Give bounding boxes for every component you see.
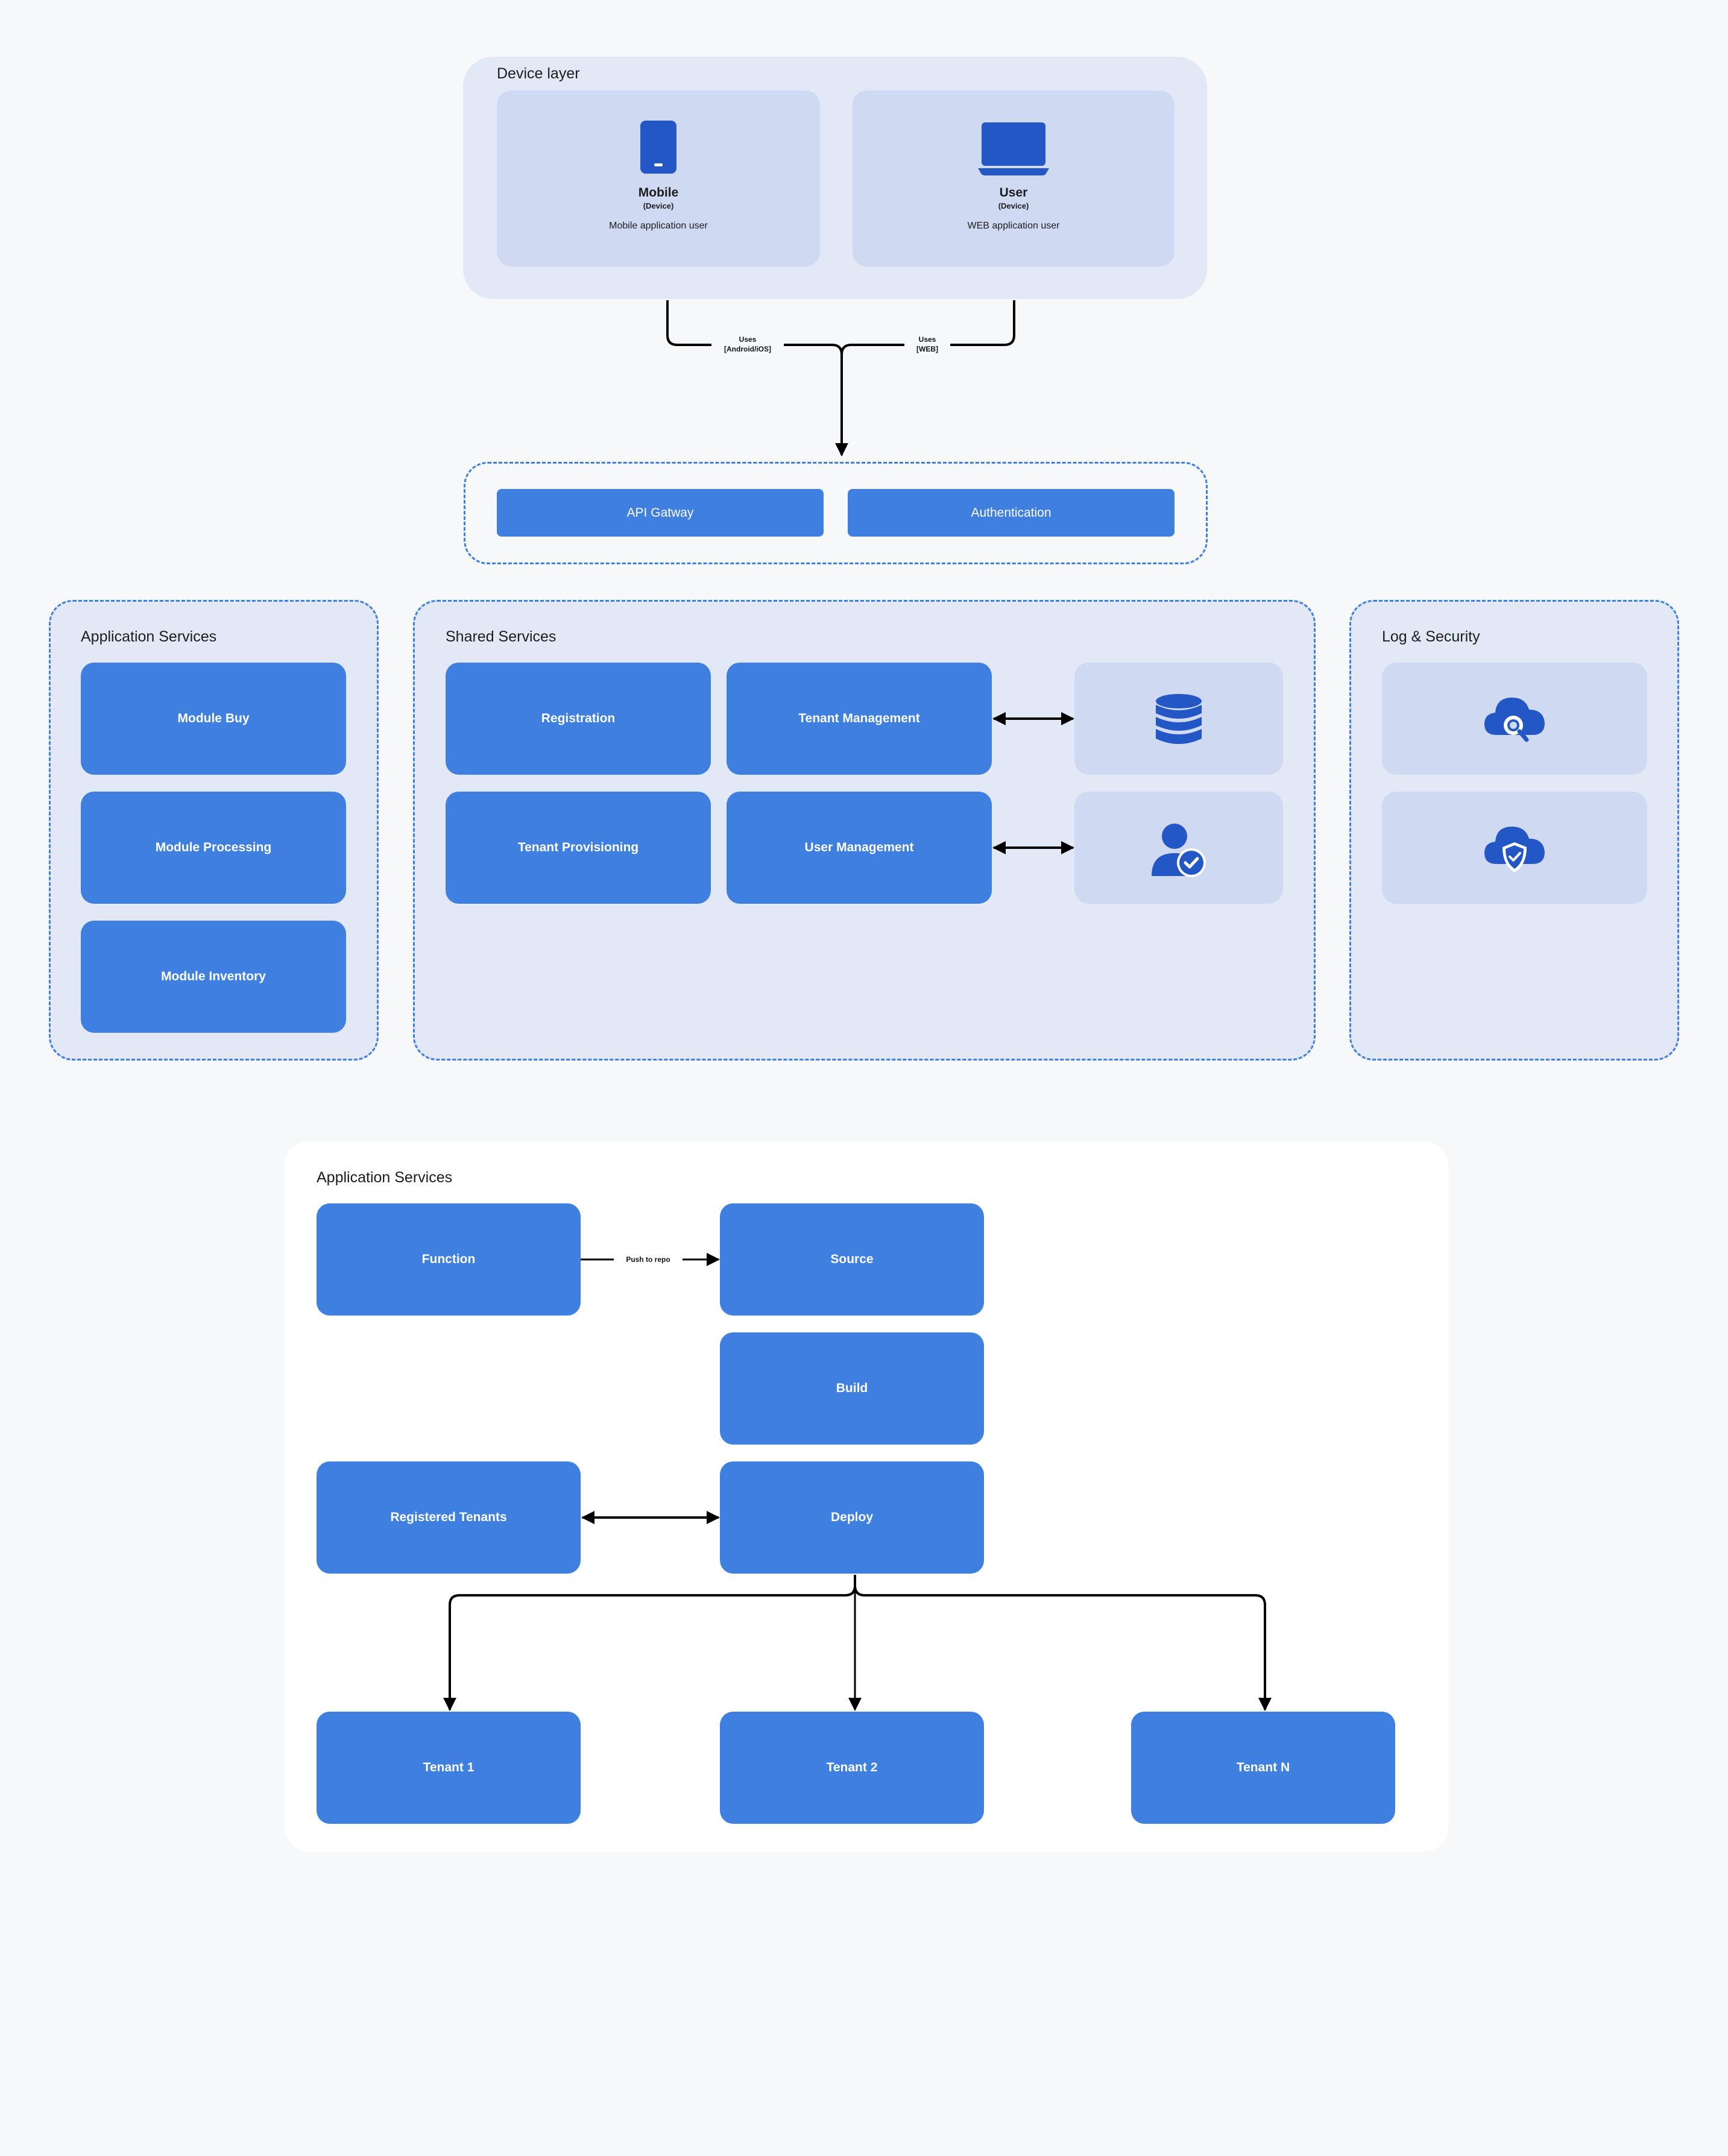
edge-deploy-to-tenant-1 bbox=[443, 1575, 856, 1711]
mobile-phone-icon bbox=[640, 121, 676, 174]
user-verified-icon bbox=[1150, 823, 1206, 877]
function-node[interactable]: Function bbox=[317, 1203, 581, 1316]
module-buy-node[interactable]: Module Buy bbox=[81, 663, 346, 775]
edge-label-uses-web-line2: [WEB] bbox=[916, 345, 938, 353]
user-verified-card[interactable] bbox=[1074, 792, 1283, 904]
application-services-title: Application Services bbox=[81, 628, 217, 645]
authentication-button[interactable]: Authentication bbox=[848, 489, 1175, 537]
user-device-type: (Device) bbox=[998, 201, 1029, 210]
edge-label-uses-android-line2: [Android/iOS] bbox=[724, 345, 771, 353]
database-card[interactable] bbox=[1074, 663, 1283, 775]
edge-label-uses-web: Uses [WEB] bbox=[904, 335, 950, 354]
source-node[interactable]: Source bbox=[720, 1203, 984, 1316]
mobile-device-description: Mobile application user bbox=[609, 221, 708, 231]
shared-services-title: Shared Services bbox=[446, 628, 557, 645]
module-inventory-node[interactable]: Module Inventory bbox=[81, 921, 346, 1033]
cloud-shield-icon bbox=[1483, 824, 1546, 875]
user-device-card[interactable]: User (Device) WEB application user bbox=[853, 90, 1175, 266]
edge-mobile-to-gateway bbox=[666, 300, 848, 456]
mobile-device-type: (Device) bbox=[643, 201, 674, 210]
api-gateway-button[interactable]: API Gatway bbox=[497, 489, 824, 537]
edge-deploy-to-tenant-n bbox=[854, 1575, 1272, 1711]
module-processing-node[interactable]: Module Processing bbox=[81, 792, 346, 904]
tenant-provisioning-node[interactable]: Tenant Provisioning bbox=[446, 792, 711, 904]
user-device-description: WEB application user bbox=[967, 221, 1060, 231]
edge-label-uses-android: Uses [Android/iOS] bbox=[711, 335, 784, 354]
edge-user-to-gateway bbox=[840, 300, 1015, 355]
tenant-n-node[interactable]: Tenant N bbox=[1131, 1712, 1395, 1824]
cloud-shield-card[interactable] bbox=[1382, 792, 1647, 904]
mobile-device-name: Mobile bbox=[638, 186, 679, 200]
tenant-management-node[interactable]: Tenant Management bbox=[727, 663, 992, 775]
tenant-2-node[interactable]: Tenant 2 bbox=[720, 1712, 984, 1824]
edge-label-uses-android-line1: Uses bbox=[739, 335, 757, 344]
registration-node[interactable]: Registration bbox=[446, 663, 711, 775]
laptop-icon bbox=[978, 122, 1049, 175]
log-security-title: Log & Security bbox=[1382, 628, 1480, 645]
edge-label-uses-web-line1: Uses bbox=[918, 335, 936, 344]
deploy-node[interactable]: Deploy bbox=[720, 1461, 984, 1574]
gateway-group bbox=[464, 462, 1208, 564]
mobile-device-card[interactable]: Mobile (Device) Mobile application user bbox=[497, 90, 820, 266]
tenant-1-node[interactable]: Tenant 1 bbox=[317, 1712, 581, 1824]
pipeline-title: Application Services bbox=[317, 1169, 453, 1186]
registered-tenants-node[interactable]: Registered Tenants bbox=[317, 1461, 581, 1574]
build-node[interactable]: Build bbox=[720, 1332, 984, 1445]
cloud-search-icon bbox=[1483, 695, 1546, 743]
device-layer-title: Device layer bbox=[497, 65, 580, 82]
user-device-name: User bbox=[999, 186, 1028, 200]
database-icon bbox=[1154, 694, 1203, 747]
edge-label-push-to-repo: Push to repo bbox=[614, 1255, 683, 1264]
cloud-search-card[interactable] bbox=[1382, 663, 1647, 775]
user-management-node[interactable]: User Management bbox=[727, 792, 992, 904]
